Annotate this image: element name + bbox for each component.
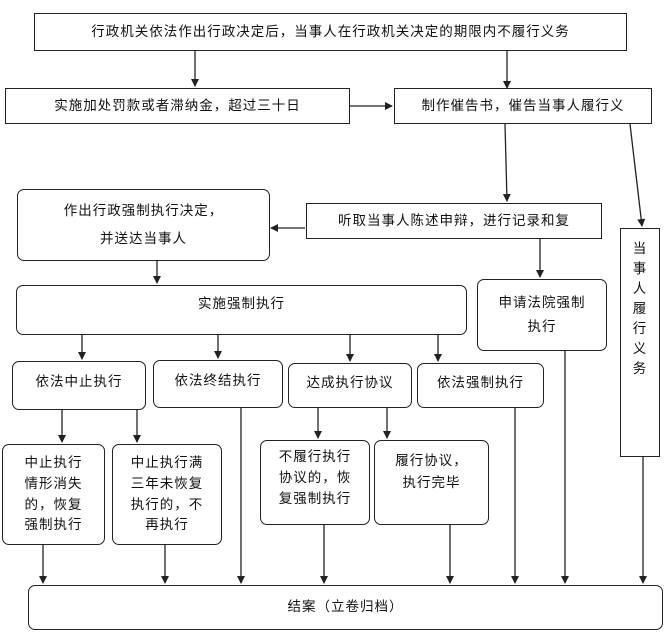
penalty-node: 实施加处罚款或者滞纳金，超过三十日 [5, 88, 350, 124]
terminate-node-label: 依法终结执行 [174, 373, 262, 389]
resume-node-label: 中止执行 情形消失 的，恢复 强制执行 [24, 454, 83, 534]
fulfill-node-char: 事 [632, 261, 648, 277]
notice-node: 制作催告书，催告当事人履行义 [394, 88, 652, 124]
hearing-node: 听取当事人陈述申辩，进行记录和复 [306, 203, 602, 239]
enforce-node-label: 实施强制执行 [198, 296, 285, 312]
notice-node-label: 制作催告书，催告当事人履行义 [421, 97, 625, 114]
decision-node: 作出行政强制执行决定， 并送达当事人 [17, 189, 270, 261]
nomore-node: 中止执行满 三年未恢复 执行的，不 再执行 [112, 444, 222, 545]
close-node: 结案（立卷归档） [28, 585, 663, 630]
nomore-node-label: 中止执行满 三年未恢复 执行的，不 再执行 [130, 454, 204, 534]
court-node: 申请法院强制 执行 [477, 279, 607, 351]
forced-node-label: 依法强制执行 [437, 375, 524, 391]
fulfill-node-char: 当 [632, 241, 648, 257]
resume-node: 中止执行 情形消失 的，恢复 强制执行 [2, 444, 105, 545]
suspend-node-label: 依法中止执行 [35, 374, 123, 390]
suspend-node: 依法中止执行 [12, 361, 146, 410]
terminate-node: 依法终结执行 [153, 360, 283, 408]
close-node-label: 结案（立卷归档） [287, 599, 404, 616]
forced-node: 依法强制执行 [417, 363, 544, 408]
fulfill-node: 当事人履行义务 [620, 228, 660, 457]
arrow-notice-to-hearing [502, 123, 511, 202]
court-node-label: 申请法院强制 执行 [498, 294, 586, 335]
arrow-notice-to-fulfill [629, 123, 646, 227]
start-node-label: 行政机关依法作出行政决定后，当事人在行政机关决定的期限内不履行义务 [91, 23, 570, 40]
fulfill-node-char: 义 [632, 341, 648, 357]
agreement-node-label: 达成执行协议 [306, 375, 394, 391]
fulfill-node-char: 行 [632, 321, 648, 337]
penalty-node-label: 实施加处罚款或者滞纳金，超过三十日 [54, 97, 301, 114]
hearing-node-label: 听取当事人陈述申辩，进行记录和复 [338, 212, 570, 229]
fulfill-node-char: 人 [632, 281, 648, 297]
agreement-node: 达成执行协议 [288, 363, 412, 408]
enforce-node: 实施强制执行 [16, 285, 467, 335]
breach-node-label: 不履行执行 协议的，恢 复强制执行 [278, 449, 352, 507]
fulfill-node-char: 履 [632, 301, 648, 317]
breach-node: 不履行执行 协议的，恢 复强制执行 [260, 440, 370, 525]
complete-node: 履行协议， 执行完毕 [374, 440, 489, 525]
fulfill-node-char: 务 [632, 361, 648, 377]
start-node: 行政机关依法作出行政决定后，当事人在行政机关决定的期限内不履行义务 [34, 13, 627, 51]
decision-node-label: 作出行政强制执行决定， 并送达当事人 [63, 202, 224, 247]
complete-node-label: 履行协议， 执行完毕 [395, 453, 468, 491]
